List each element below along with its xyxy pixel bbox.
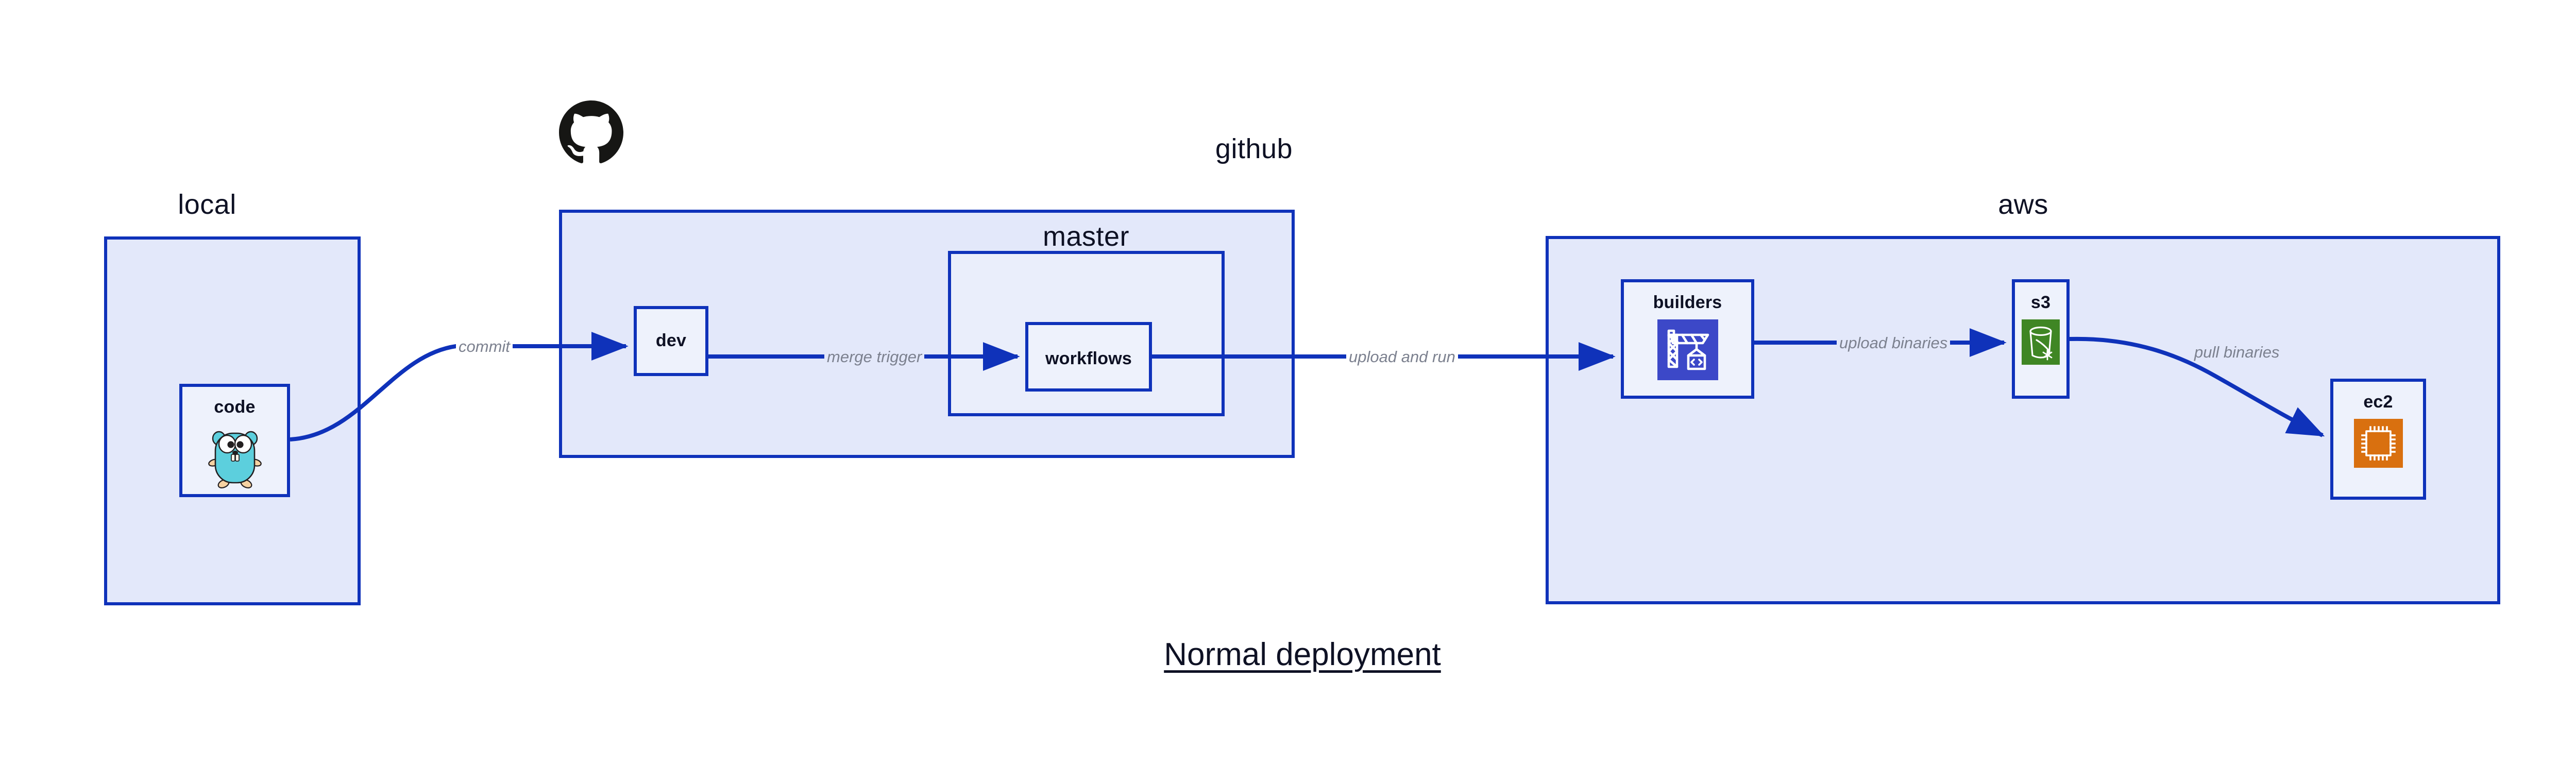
- node-label-dev: dev: [655, 331, 687, 350]
- node-workflows[interactable]: workflows: [1025, 322, 1152, 392]
- node-code[interactable]: code: [179, 384, 290, 497]
- group-label-aws: aws: [1998, 189, 2048, 220]
- diagram-title: Normal deployment: [1164, 637, 1441, 672]
- group-label-github: github: [1215, 133, 1293, 164]
- node-builders[interactable]: builders: [1621, 279, 1754, 399]
- node-label-ec2: ec2: [2363, 392, 2393, 412]
- edge-label-commit: commit: [456, 338, 513, 354]
- node-ec2[interactable]: ec2: [2330, 379, 2426, 500]
- node-label-builders: builders: [1653, 293, 1722, 312]
- aws-ec2-icon: [2353, 419, 2403, 468]
- node-label-code: code: [214, 397, 256, 417]
- group-label-local: local: [178, 189, 236, 220]
- group-label-master: master: [1042, 221, 1130, 252]
- edge-label-upload-binaries: upload binaries: [1837, 335, 1951, 351]
- node-label-s3: s3: [2030, 293, 2051, 312]
- edge-label-upload-and-run: upload and run: [1346, 349, 1458, 365]
- edge-label-pull-binaries: pull binaries: [2192, 344, 2282, 360]
- go-gopher-icon: [206, 427, 264, 489]
- aws-codebuild-icon: [1657, 319, 1718, 380]
- github-octocat-icon: [559, 100, 623, 165]
- aws-s3-icon: [2022, 319, 2060, 365]
- node-dev[interactable]: dev: [634, 306, 708, 376]
- node-label-workflows: workflows: [1045, 349, 1132, 368]
- node-s3[interactable]: s3: [2012, 279, 2070, 399]
- edge-label-merge-trigger: merge trigger: [824, 349, 925, 365]
